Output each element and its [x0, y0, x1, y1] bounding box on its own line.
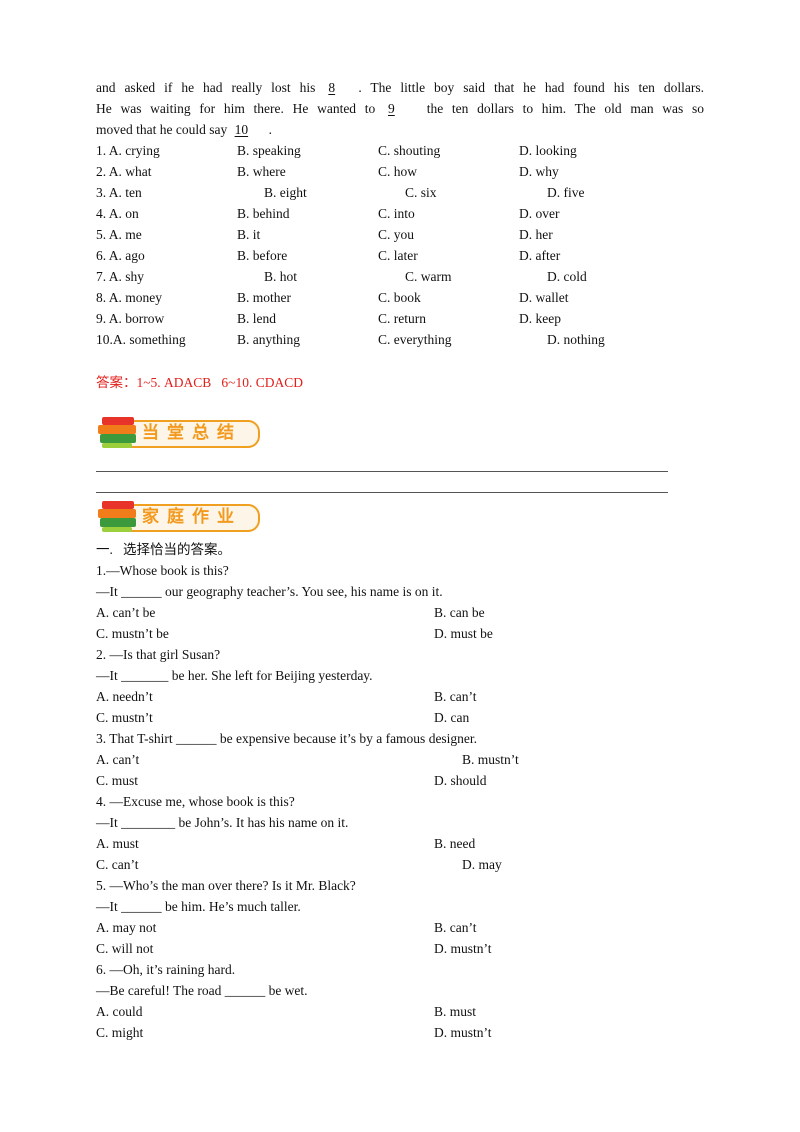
summary-line-2 [96, 492, 668, 493]
books-icon [98, 501, 136, 532]
option-d: D. mustn’t [434, 1025, 492, 1040]
passage-text: . [268, 122, 272, 137]
option-a: 4. A. on [96, 206, 139, 221]
passage-line-1: and asked if he had really lost his 8 . T… [96, 77, 704, 98]
answer-key: 答案：1~5. ADACB 6~10. CDACD [96, 375, 303, 390]
option-b: B. before [237, 248, 288, 263]
option-c: C. six [405, 185, 437, 200]
option-a: 2. A. what [96, 164, 152, 179]
question-prompt: —It ______ our geography teacher’s. You … [96, 584, 443, 599]
option-b: B. behind [237, 206, 290, 221]
option-c: C. shouting [378, 143, 441, 158]
passage-text: and asked if he had really lost his [96, 80, 325, 95]
homework-section-title: 一. 选择恰当的答案。 [96, 542, 231, 557]
option-b: B. can be [434, 605, 485, 620]
question-stem: 1.—Whose book is this? [96, 563, 229, 578]
option-c: C. must [96, 773, 139, 788]
question-stem: 4. —Excuse me, whose book is this? [96, 794, 295, 809]
option-d: D. should [434, 773, 487, 788]
option-a: A. can’t be [96, 605, 156, 620]
option-c: C. book [378, 290, 421, 305]
option-a: 7. A. shy [96, 269, 145, 284]
passage-line-3: moved that he could say 10. [96, 119, 704, 140]
option-c: C. will not [96, 941, 154, 956]
passage-text: moved that he could say [96, 122, 231, 137]
option-b: B. lend [237, 311, 276, 326]
option-b: B. must [434, 1004, 477, 1019]
banner-pill [118, 504, 260, 532]
option-a: 10.A. something [96, 332, 186, 347]
option-d: D. over [519, 206, 560, 221]
option-c: C. can’t [96, 857, 139, 872]
option-b: B. hot [264, 269, 298, 284]
banner-homework: 家庭作业 [96, 496, 266, 536]
question-stem: 6. —Oh, it’s raining hard. [96, 962, 236, 977]
option-d: D. can [434, 710, 470, 725]
option-c: C. into [378, 206, 415, 221]
question-prompt: —It ________ be John’s. It has his name … [96, 815, 349, 830]
passage-line-2: He was waiting for him there. He wanted … [96, 98, 704, 119]
option-d: D. looking [519, 143, 577, 158]
option-a: 3. A. ten [96, 185, 142, 200]
option-d: D. her [519, 227, 553, 242]
summary-line-1 [96, 471, 668, 472]
option-d: D. must be [434, 626, 493, 641]
option-a: 5. A. me [96, 227, 142, 242]
option-c: C. how [378, 164, 418, 179]
banner-summary-label: 当堂总结 [142, 423, 242, 443]
option-c: C. everything [378, 332, 452, 347]
passage-text: the ten dollars to him. The old man was … [418, 101, 704, 116]
option-d: D. keep [519, 311, 561, 326]
question-prompt: —It _______ be her. She left for Beijing… [96, 668, 373, 683]
question-stem: 5. —Who’s the man over there? Is it Mr. … [96, 878, 356, 893]
question-stem: 2. —Is that girl Susan? [96, 647, 221, 662]
option-b: B. can’t [434, 920, 477, 935]
passage-text: . The little boy said that he had found … [358, 80, 705, 95]
option-a: A. must [96, 836, 139, 851]
option-a: 9. A. borrow [96, 311, 165, 326]
option-c: C. mustn’t [96, 710, 153, 725]
option-b: B. speaking [237, 143, 301, 158]
option-a: A. may not [96, 920, 157, 935]
option-d: D. cold [547, 269, 587, 284]
question-stem: 3. That T-shirt ______ be expensive beca… [96, 731, 478, 746]
option-c: C. return [378, 311, 426, 326]
option-b: B. mother [237, 290, 291, 305]
blank-8: 8 [328, 80, 336, 95]
blank-10: 10 [234, 122, 249, 137]
option-b: B. can’t [434, 689, 477, 704]
option-a: 1. A. crying [96, 143, 160, 158]
option-c: C. later [378, 248, 418, 263]
blank-9: 9 [388, 101, 395, 116]
option-a: 6. A. ago [96, 248, 145, 263]
option-b: B. it [237, 227, 261, 242]
option-b: B. mustn’t [462, 752, 519, 767]
question-prompt: —Be careful! The road ______ be wet. [96, 983, 308, 998]
option-b: B. eight [264, 185, 307, 200]
option-d: D. nothing [547, 332, 605, 347]
banner-homework-label: 家庭作业 [142, 507, 242, 527]
option-d: D. why [519, 164, 559, 179]
option-d: D. after [519, 248, 561, 263]
option-a: 8. A. money [96, 290, 162, 305]
option-c: C. might [96, 1025, 144, 1040]
option-a: A. needn’t [96, 689, 153, 704]
passage-text: He was waiting for him there. He wanted … [96, 101, 384, 116]
option-c: C. warm [405, 269, 452, 284]
banner-summary: 当堂总结 [96, 412, 266, 452]
option-a: A. can’t [96, 752, 140, 767]
option-d: D. may [462, 857, 502, 872]
option-c: C. mustn’t be [96, 626, 169, 641]
option-a: A. could [96, 1004, 143, 1019]
option-b: B. where [237, 164, 286, 179]
option-c: C. you [378, 227, 415, 242]
option-d: D. mustn’t [434, 941, 492, 956]
question-prompt: —It ______ be him. He’s much taller. [96, 899, 301, 914]
option-b: B. anything [237, 332, 300, 347]
books-icon [98, 417, 136, 448]
option-d: D. five [547, 185, 585, 200]
option-b: B. need [434, 836, 476, 851]
banner-pill [118, 420, 260, 448]
option-d: D. wallet [519, 290, 569, 305]
